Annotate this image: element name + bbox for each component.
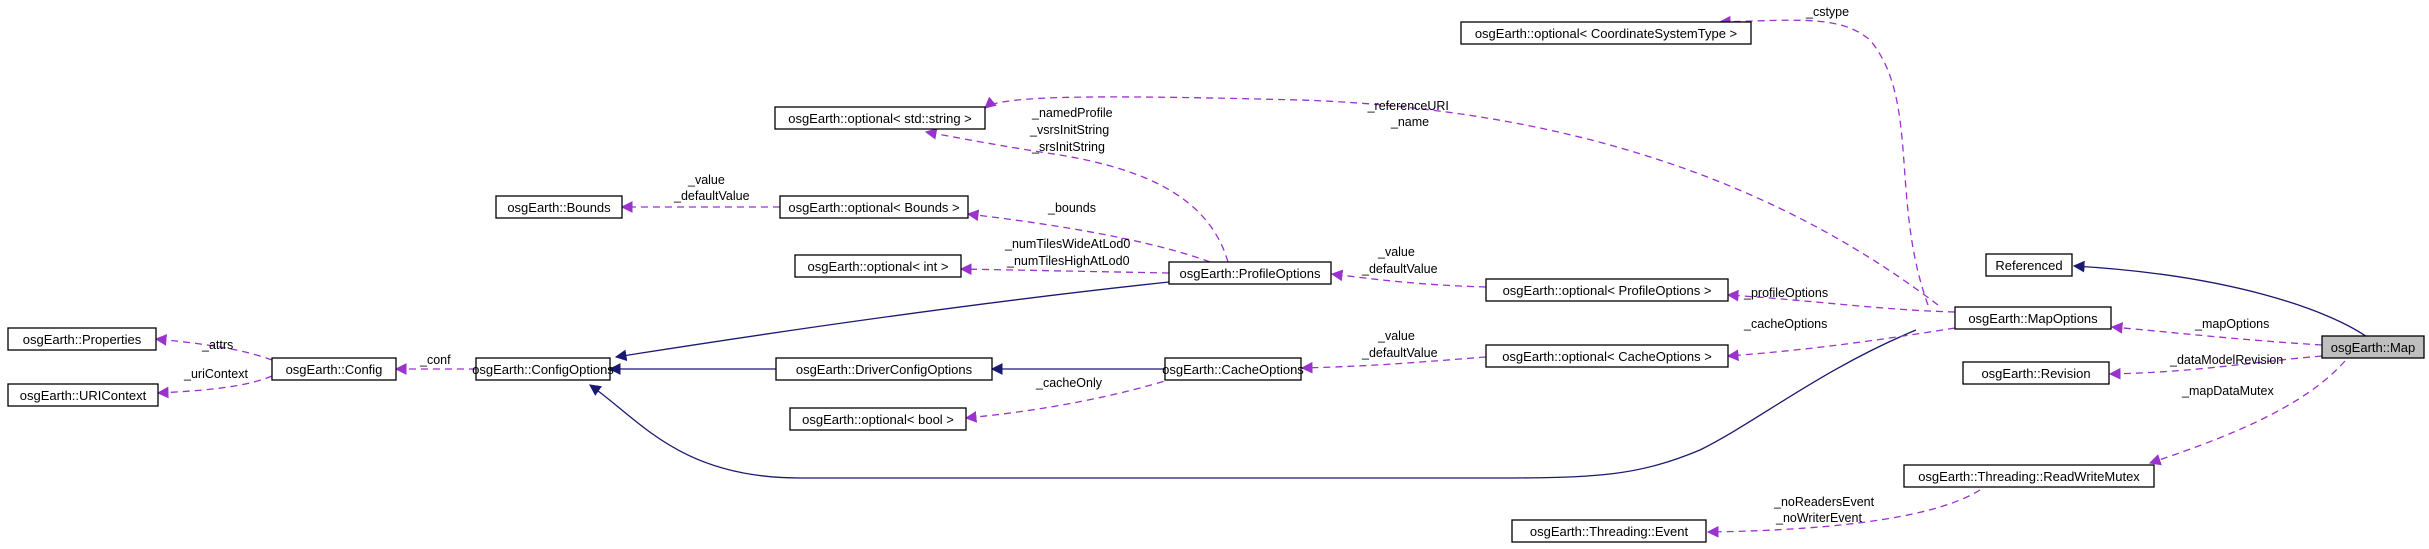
svg-text:osgEarth::optional< CacheOptio: osgEarth::optional< CacheOptions >	[1502, 349, 1712, 364]
svg-text:osgEarth::CacheOptions: osgEarth::CacheOptions	[1162, 362, 1304, 377]
edge-optcache-cacheoptions	[1300, 356, 1487, 374]
edge-profileoptions-configoptions	[614, 281, 1170, 362]
node-map-options[interactable]: osgEarth::MapOptions	[1954, 306, 2112, 330]
label-bounds: _bounds	[1047, 201, 1096, 215]
node-read-write-mutex[interactable]: osgEarth::Threading::ReadWriteMutex	[1903, 464, 2155, 488]
svg-text:osgEarth::MapOptions: osgEarth::MapOptions	[1968, 311, 2098, 326]
edge-rwmutex-event	[1706, 489, 1981, 538]
label-cache-options: _cacheOptions	[1743, 317, 1827, 331]
node-config[interactable]: osgEarth::Config	[271, 357, 397, 381]
nodes: osgEarth::Map Referenced osgEarth::MapOp…	[7, 21, 2425, 543]
node-config-options[interactable]: osgEarth::ConfigOptions	[472, 357, 614, 381]
label-map-data-mutex: _mapDataMutex	[2181, 384, 2274, 398]
node-driver-config-options[interactable]: osgEarth::DriverConfigOptions	[775, 357, 993, 381]
svg-text:osgEarth::optional< int >: osgEarth::optional< int >	[808, 259, 949, 274]
label-cstype: _cstype	[1805, 5, 1849, 19]
svg-text:osgEarth::URIContext: osgEarth::URIContext	[20, 388, 147, 403]
edge-map-rwmutex	[2148, 360, 2346, 466]
svg-text:osgEarth::optional< ProfileOpt: osgEarth::optional< ProfileOptions >	[1503, 283, 1712, 298]
edge-mapoptions-optprofile	[1726, 289, 1956, 313]
svg-text:osgEarth::Map: osgEarth::Map	[2331, 340, 2416, 355]
label-cache-only: _cacheOnly	[1035, 376, 1103, 390]
svg-text:osgEarth::Config: osgEarth::Config	[286, 362, 383, 377]
edge-optprofile-profileoptions	[1330, 269, 1487, 288]
edge-mapoptions-configoptions	[589, 329, 1917, 479]
svg-text:osgEarth::Revision: osgEarth::Revision	[1981, 366, 2090, 381]
label-profile-options: _profileOptions	[1743, 286, 1828, 300]
svg-text:osgEarth::Threading::Event: osgEarth::Threading::Event	[1530, 524, 1689, 539]
label-data-model-revision: _dataModelRevision	[2169, 353, 2283, 367]
edge-cacheoptions-optbool	[964, 377, 1176, 423]
svg-text:osgEarth::ProfileOptions: osgEarth::ProfileOptions	[1180, 266, 1321, 281]
svg-text:osgEarth::optional< Bounds >: osgEarth::optional< Bounds >	[788, 200, 959, 215]
edge-labels: _cstype _referenceURI _name _namedProfil…	[183, 5, 2283, 525]
label-no-readers: _noReadersEvent _noWriterEvent	[1773, 495, 1878, 525]
node-optional-profile-options[interactable]: osgEarth::optional< ProfileOptions >	[1485, 278, 1729, 302]
svg-text:osgEarth::optional< Coordinate: osgEarth::optional< CoordinateSystemType…	[1475, 26, 1737, 41]
svg-text:osgEarth::Bounds: osgEarth::Bounds	[507, 200, 611, 215]
edge-map-referenced	[2072, 260, 2371, 340]
edge-map-mapoptions	[2110, 322, 2323, 346]
edge-mapoptions-cstype	[1718, 15, 1929, 306]
edge-profileoptions-optbounds	[966, 209, 1211, 263]
svg-text:osgEarth::DriverConfigOptions: osgEarth::DriverConfigOptions	[796, 362, 973, 377]
node-uri-context[interactable]: osgEarth::URIContext	[7, 383, 159, 407]
label-conf: _conf	[419, 353, 451, 367]
label-value-default: _value _defaultValue	[673, 173, 750, 203]
label-num-tiles: _numTilesWideAtLod0 _numTilesHighAtLod0	[1004, 237, 1134, 268]
node-optional-cstype[interactable]: osgEarth::optional< CoordinateSystemType…	[1460, 21, 1752, 45]
node-threading-event[interactable]: osgEarth::Threading::Event	[1511, 519, 1707, 543]
node-optional-bounds[interactable]: osgEarth::optional< Bounds >	[779, 195, 969, 219]
node-map[interactable]: osgEarth::Map	[2321, 335, 2425, 359]
label-reference-uri: _referenceURI _name	[1367, 99, 1453, 129]
edge-profileoptions-string	[924, 128, 1229, 263]
node-properties[interactable]: osgEarth::Properties	[7, 327, 157, 351]
svg-text:Referenced: Referenced	[1995, 258, 2062, 273]
edge-mapoptions-optcache	[1726, 327, 1956, 362]
node-optional-cache-options[interactable]: osgEarth::optional< CacheOptions >	[1485, 344, 1729, 368]
node-referenced[interactable]: Referenced	[1985, 253, 2073, 277]
edge-map-revision	[2108, 355, 2323, 380]
node-profile-options[interactable]: osgEarth::ProfileOptions	[1168, 261, 1332, 285]
node-optional-string[interactable]: osgEarth::optional< std::string >	[774, 106, 986, 130]
label-attrs: _attrs	[201, 338, 233, 352]
label-map-options: _mapOptions	[2194, 317, 2269, 331]
edges	[154, 15, 2371, 538]
edge-config-uricontext	[156, 375, 273, 399]
label-uri-context: _uriContext	[183, 367, 248, 381]
node-cache-options[interactable]: osgEarth::CacheOptions	[1162, 357, 1304, 381]
svg-text:osgEarth::optional< std::strin: osgEarth::optional< std::string >	[788, 111, 972, 126]
label-profile-value: _value _defaultValue	[1361, 245, 1438, 276]
edge-mapoptions-string	[984, 96, 1939, 306]
node-bounds[interactable]: osgEarth::Bounds	[495, 195, 623, 219]
label-named-profile: _namedProfile _vsrsInitString _srsInitSt…	[1029, 106, 1116, 154]
node-optional-int[interactable]: osgEarth::optional< int >	[794, 254, 962, 278]
label-cache-value: _value _defaultValue	[1361, 329, 1438, 360]
svg-text:osgEarth::optional< bool >: osgEarth::optional< bool >	[802, 412, 954, 427]
node-optional-bool[interactable]: osgEarth::optional< bool >	[789, 407, 967, 431]
svg-text:osgEarth::ConfigOptions: osgEarth::ConfigOptions	[472, 362, 614, 377]
svg-text:osgEarth::Threading::ReadWrite: osgEarth::Threading::ReadWriteMutex	[1918, 469, 2140, 484]
edge-config-properties	[154, 334, 273, 361]
edge-profileoptions-optint	[959, 263, 1170, 276]
node-revision[interactable]: osgEarth::Revision	[1962, 361, 2110, 385]
svg-text:osgEarth::Properties: osgEarth::Properties	[23, 332, 142, 347]
